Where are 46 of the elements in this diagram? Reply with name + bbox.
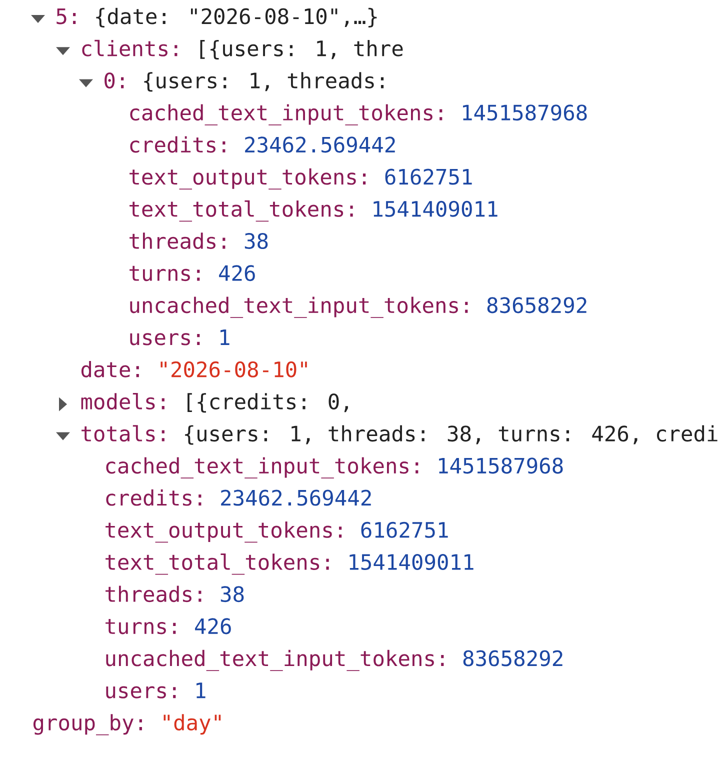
object-preview: {users: 1, threads:: [144, 72, 384, 92]
number-value: 83658292: [463, 650, 562, 666]
json-key: users:: [106, 686, 176, 698]
json-key: threads:: [130, 232, 226, 249]
number-value: 426: [195, 618, 231, 634]
json-key: text_total_tokens:: [106, 554, 329, 575]
number-value: 1: [220, 330, 230, 345]
json-key: models:: [81, 392, 164, 410]
json-key: turns:: [106, 619, 176, 634]
number-value: 1541409011: [350, 554, 474, 570]
number-value: 1451587968: [463, 104, 587, 121]
json-key: date:: [81, 361, 139, 378]
number-value: 6162751: [361, 522, 448, 538]
json-key: clients:: [82, 40, 178, 56]
number-value: 38: [244, 232, 268, 249]
json-key: turns:: [130, 266, 200, 282]
number-value: 426: [219, 265, 255, 282]
object-preview: {users: 1, threads: 38, turns: 426, credi: [185, 425, 718, 445]
number-value: 1: [196, 682, 206, 698]
number-value: 23462.569442: [221, 490, 371, 506]
number-value: 1541409011: [374, 200, 498, 217]
number-value: 83658292: [487, 297, 586, 314]
json-key: credits:: [130, 136, 226, 153]
object-preview: [{credits: 0,: [188, 393, 348, 413]
json-key: totals:: [82, 425, 164, 442]
number-value: 1451587968: [439, 458, 563, 474]
json-key: users:: [130, 333, 200, 346]
number-value: 23462.569442: [245, 136, 395, 153]
json-key: uncached_text_input_tokens:: [130, 296, 468, 318]
json-key: 5:: [56, 8, 76, 24]
json-key: cached_text_input_tokens:: [130, 104, 442, 126]
json-key: credits:: [106, 489, 202, 506]
number-value: 38: [220, 586, 244, 602]
object-preview: [{users: 1, thre: [200, 40, 403, 60]
json-key: uncached_text_input_tokens:: [106, 650, 444, 671]
json-key: text_total_tokens:: [130, 200, 353, 222]
json-key: text_output_tokens:: [106, 522, 342, 543]
number-value: 6162751: [385, 168, 472, 185]
string-value: "day": [164, 714, 221, 735]
json-key: text_output_tokens:: [130, 168, 366, 190]
string-value: "2026-08-10": [160, 361, 307, 378]
json-key: cached_text_input_tokens:: [106, 457, 418, 478]
object-preview: {date: "2026-08-10",…}: [96, 8, 377, 28]
json-key: threads:: [106, 586, 202, 602]
json-key: group_by:: [33, 714, 142, 736]
json-key: 0:: [104, 72, 124, 88]
